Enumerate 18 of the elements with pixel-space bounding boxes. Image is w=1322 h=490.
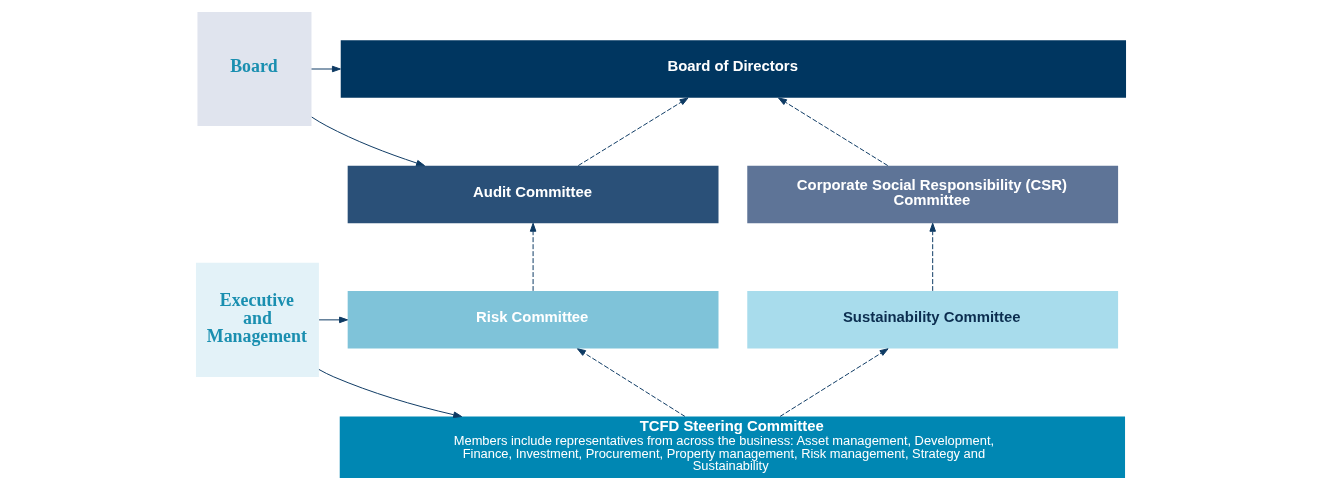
arrow — [318, 369, 463, 418]
node-box: Board — [197, 12, 312, 126]
node-box: Audit Committee — [347, 165, 719, 224]
arrow — [779, 348, 889, 417]
arrow — [929, 222, 936, 292]
arrow — [778, 97, 889, 167]
arrow — [311, 65, 341, 73]
node-box: Executive and Management — [195, 262, 319, 377]
arrow — [577, 97, 689, 167]
arrow — [318, 316, 348, 324]
node-box: Sustainability Committee — [747, 291, 1119, 349]
node-box: Risk Committee — [347, 291, 719, 349]
node-box: Corporate Social Responsibility (CSR) Committee — [747, 165, 1119, 224]
node-box: TCFD Steering Committee Members include representatives from across the business: Asset management, Development, Finance, Investment, Procurement, Property management, Risk management, Strategy and Sustainability — [339, 416, 1126, 478]
arrow — [529, 222, 537, 292]
arrow — [311, 116, 425, 167]
node-box: Board of Directors — [340, 40, 1127, 98]
arrow — [577, 348, 686, 417]
